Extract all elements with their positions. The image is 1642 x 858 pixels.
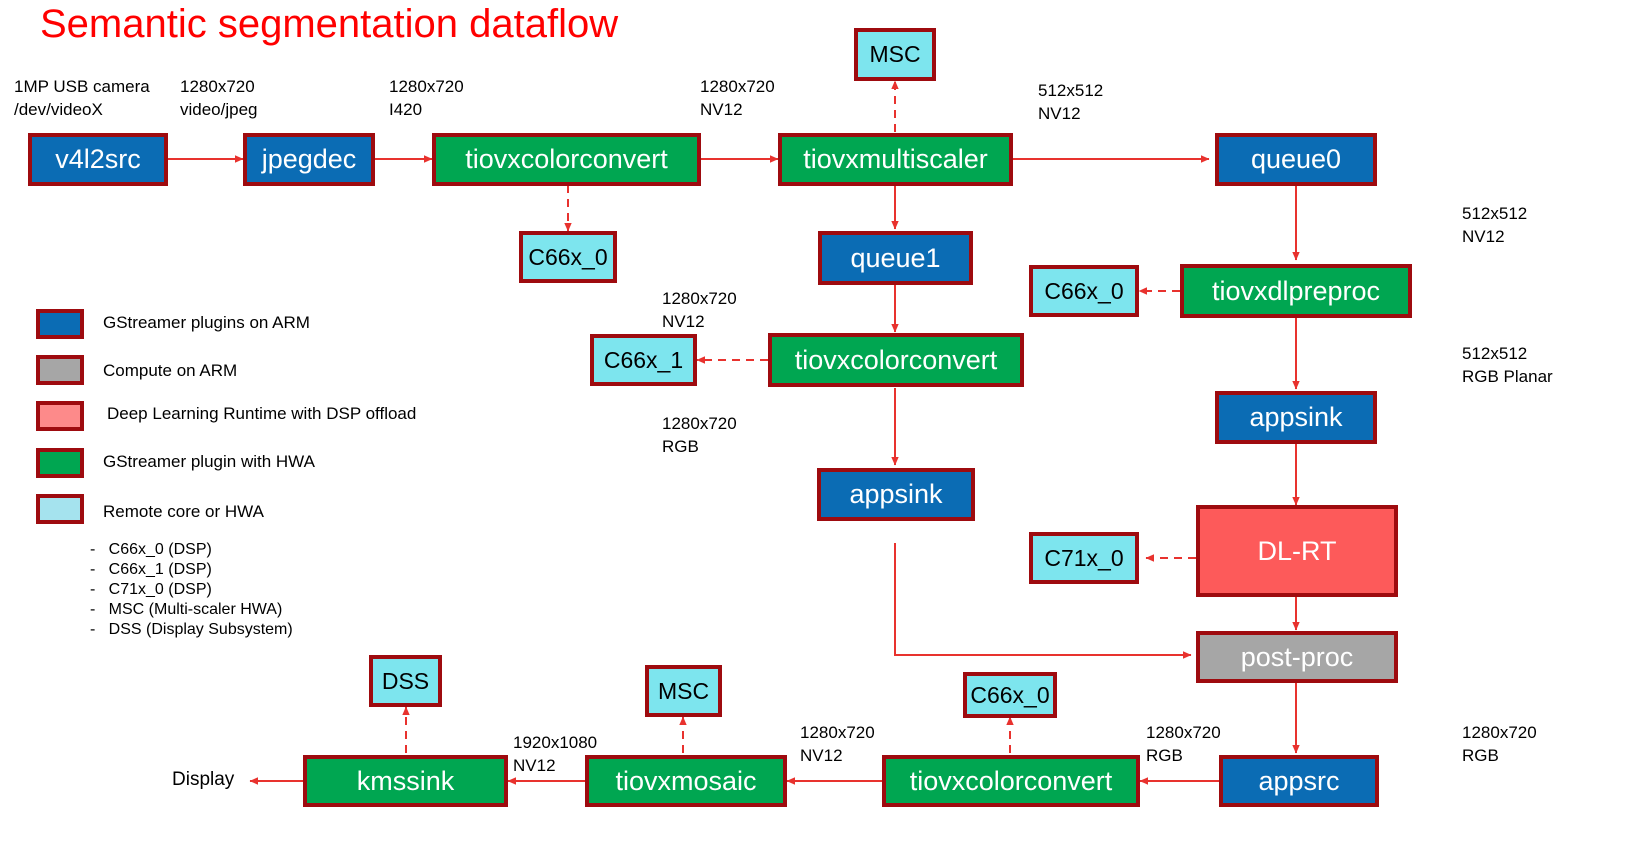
node-appsrc-label: appsrc xyxy=(1258,765,1340,796)
node-queue0[interactable]: queue0 xyxy=(1215,133,1377,186)
node-tiovxmosaic-label: tiovxmosaic xyxy=(615,765,757,796)
node-tiovxdlpreproc[interactable]: tiovxdlpreproc xyxy=(1180,264,1412,318)
caption-i420: 1280x720 I420 xyxy=(389,77,464,119)
caption-camera: 1MP USB camera /dev/videoX xyxy=(14,77,150,119)
node-tiovxcolorconvert-top[interactable]: tiovxcolorconvert xyxy=(432,133,701,186)
node-tiovxcolorconvert-top-label: tiovxcolorconvert xyxy=(465,144,668,175)
node-queue1-label: queue1 xyxy=(850,242,941,273)
node-msc-bottom-label: MSC xyxy=(657,677,710,704)
node-c66x1-mid[interactable]: C66x_1 xyxy=(590,334,697,386)
caption-rgb-mid: 1280x720 RGB xyxy=(662,414,737,456)
node-kmssink-label: kmssink xyxy=(356,765,455,796)
legend-bullet-c71x0: - C71x_0 (DSP) xyxy=(90,581,212,598)
legend-swatch-remote-core-hwa xyxy=(36,494,84,524)
node-c66x1-mid-label: C66x_1 xyxy=(603,346,684,373)
node-c66x0-top[interactable]: C66x_0 xyxy=(519,231,617,283)
node-c71x0-label: C71x_0 xyxy=(1044,544,1124,571)
node-appsink-right[interactable]: appsink xyxy=(1215,391,1377,444)
node-post-proc-label: post-proc xyxy=(1240,641,1354,672)
node-appsink-mid-label: appsink xyxy=(849,479,943,510)
label-display: Display xyxy=(172,769,235,790)
node-tiovxcolorconvert-bottom[interactable]: tiovxcolorconvert xyxy=(882,755,1140,807)
node-c66x0-bottom-label: C66x_0 xyxy=(970,681,1050,708)
legend-swatch-compute-arm xyxy=(36,355,84,385)
caption-nv12-top: 1280x720 NV12 xyxy=(700,77,775,119)
node-tiovxmultiscaler-label: tiovxmultiscaler xyxy=(803,144,988,175)
caption-512-nv12-top: 512x512 NV12 xyxy=(1038,81,1104,123)
node-dl-rt[interactable]: DL-RT xyxy=(1196,505,1398,597)
caption-512-nv12-right: 512x512 NV12 xyxy=(1462,204,1528,246)
node-dl-rt-label: DL-RT xyxy=(1257,535,1337,566)
node-c66x0-preproc[interactable]: C66x_0 xyxy=(1029,265,1139,317)
caption-rgb-appsrc: 1280x720 RGB xyxy=(1146,723,1221,765)
legend-bullet-msc: - MSC (Multi-scaler HWA) xyxy=(90,601,283,618)
node-c66x0-top-label: C66x_0 xyxy=(528,243,608,270)
node-queue1[interactable]: queue1 xyxy=(818,231,973,285)
node-msc-top-label: MSC xyxy=(869,41,921,68)
page-title: Semantic segmentation dataflow xyxy=(40,2,619,46)
node-appsink-mid[interactable]: appsink xyxy=(817,468,975,521)
node-tiovxcolorconvert-mid-label: tiovxcolorconvert xyxy=(794,344,998,375)
node-dss[interactable]: DSS xyxy=(369,655,442,707)
legend-label-gstreamer-hwa: GStreamer plugin with HWA xyxy=(103,452,315,471)
legend-bullet-c66x1: - C66x_1 (DSP) xyxy=(90,561,212,578)
node-v4l2src[interactable]: v4l2src xyxy=(28,133,168,186)
node-queue0-label: queue0 xyxy=(1250,144,1342,175)
legend-label-dlrt-dsp: Deep Learning Runtime with DSP offload xyxy=(107,404,417,423)
node-msc-bottom[interactable]: MSC xyxy=(645,665,722,717)
legend-label-gstreamer-arm: GStreamer plugins on ARM xyxy=(103,313,310,332)
caption-video-jpeg: 1280x720 video/jpeg xyxy=(180,77,258,119)
caption-nv12-bottom: 1280x720 NV12 xyxy=(800,723,875,765)
caption-rgb-right: 1280x720 RGB xyxy=(1462,723,1537,765)
node-tiovxmultiscaler[interactable]: tiovxmultiscaler xyxy=(778,133,1013,186)
node-post-proc[interactable]: post-proc xyxy=(1196,631,1398,683)
node-c71x0[interactable]: C71x_0 xyxy=(1029,532,1139,584)
node-tiovxdlpreproc-label: tiovxdlpreproc xyxy=(1211,275,1381,306)
node-c66x0-preproc-label: C66x_0 xyxy=(1044,277,1124,304)
node-kmssink[interactable]: kmssink xyxy=(303,755,508,807)
legend-bullet-dss: - DSS (Display Subsystem) xyxy=(90,621,293,638)
node-jpegdec[interactable]: jpegdec xyxy=(243,133,375,186)
legend-swatch-gstreamer-arm xyxy=(36,309,84,339)
legend-swatch-dlrt-dsp xyxy=(36,401,84,431)
legend-swatch-gstreamer-hwa xyxy=(36,448,84,478)
node-dss-label: DSS xyxy=(381,667,430,694)
legend-label-compute-arm: Compute on ARM xyxy=(103,361,238,380)
legend-bullet-c66x0: - C66x_0 (DSP) xyxy=(90,541,212,558)
caption-512-rgb-planar: 512x512 RGB Planar xyxy=(1462,344,1553,386)
node-jpegdec-label: jpegdec xyxy=(261,144,357,175)
node-appsrc[interactable]: appsrc xyxy=(1219,755,1379,807)
node-c66x0-bottom[interactable]: C66x_0 xyxy=(963,672,1057,718)
caption-nv12-mid: 1280x720 NV12 xyxy=(662,289,737,331)
legend-label-remote-core-hwa: Remote core or HWA xyxy=(103,502,264,521)
node-v4l2src-label: v4l2src xyxy=(55,144,141,175)
caption-1920-nv12: 1920x1080 NV12 xyxy=(513,733,598,775)
node-tiovxcolorconvert-bottom-label: tiovxcolorconvert xyxy=(909,765,1113,796)
node-msc-top[interactable]: MSC xyxy=(854,28,936,81)
node-tiovxmosaic[interactable]: tiovxmosaic xyxy=(585,755,787,807)
node-tiovxcolorconvert-mid[interactable]: tiovxcolorconvert xyxy=(768,333,1024,387)
node-appsink-right-label: appsink xyxy=(1249,402,1343,433)
